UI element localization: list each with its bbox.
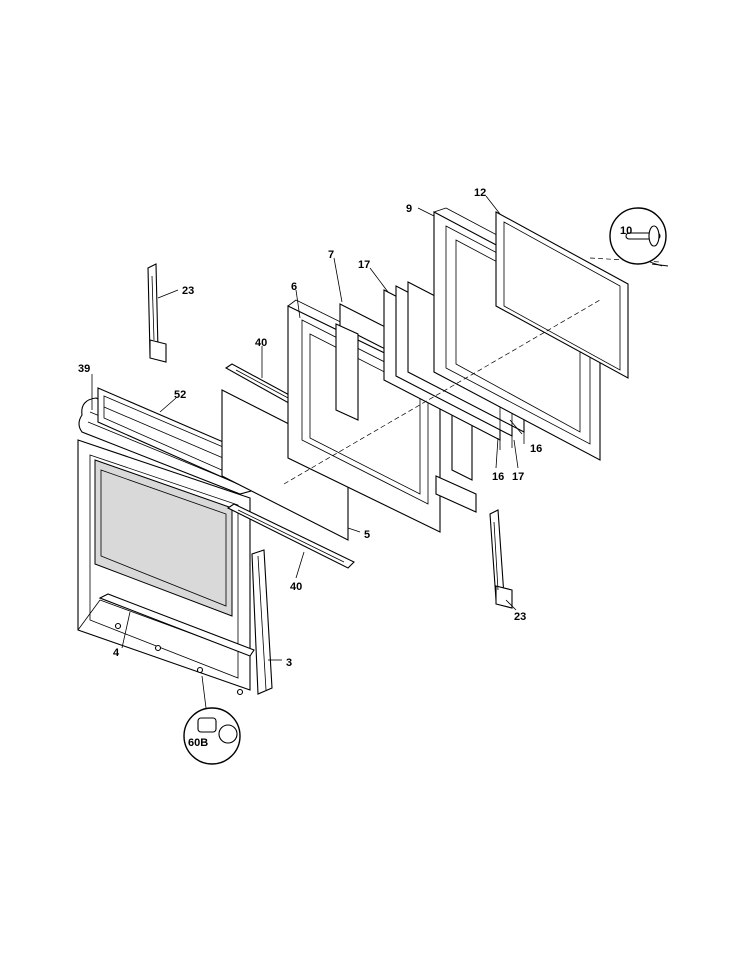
label-39: 39 bbox=[78, 363, 90, 375]
label-17-bottom: 17 bbox=[512, 471, 524, 483]
bottom-trim bbox=[98, 593, 255, 657]
label-6: 6 bbox=[291, 281, 297, 293]
callout-part-10 bbox=[609, 207, 669, 267]
label-40-bottom: 40 bbox=[290, 581, 302, 593]
label-17-top: 17 bbox=[358, 259, 370, 271]
label-10: 10 bbox=[620, 225, 632, 237]
label-52: 52 bbox=[174, 389, 186, 401]
label-16-right: 16 bbox=[530, 443, 542, 455]
hinge-right bbox=[489, 509, 513, 609]
leader-lines bbox=[91, 195, 523, 661]
label-23-bottom: 23 bbox=[514, 611, 526, 623]
hinge-left bbox=[147, 263, 167, 363]
part-labels: 39 52 23 40 6 7 17 9 12 10 16 16 17 5 40… bbox=[78, 187, 632, 749]
glass-retainer-bottom bbox=[226, 503, 355, 569]
oven-window bbox=[94, 459, 233, 617]
label-7: 7 bbox=[328, 249, 334, 261]
label-5: 5 bbox=[364, 529, 370, 541]
outer-door-panel bbox=[77, 439, 251, 691]
label-23-top: 23 bbox=[182, 285, 194, 297]
label-60b: 60B bbox=[188, 737, 208, 749]
door-gasket bbox=[495, 211, 629, 379]
label-40-top: 40 bbox=[255, 337, 267, 349]
label-9: 9 bbox=[406, 203, 412, 215]
label-16-bottom: 16 bbox=[492, 471, 504, 483]
side-trim bbox=[251, 549, 273, 695]
panel-screws bbox=[114, 622, 244, 696]
callout-part-60b bbox=[183, 675, 241, 765]
label-12: 12 bbox=[474, 187, 486, 199]
label-3: 3 bbox=[286, 657, 292, 669]
label-4: 4 bbox=[113, 647, 120, 659]
